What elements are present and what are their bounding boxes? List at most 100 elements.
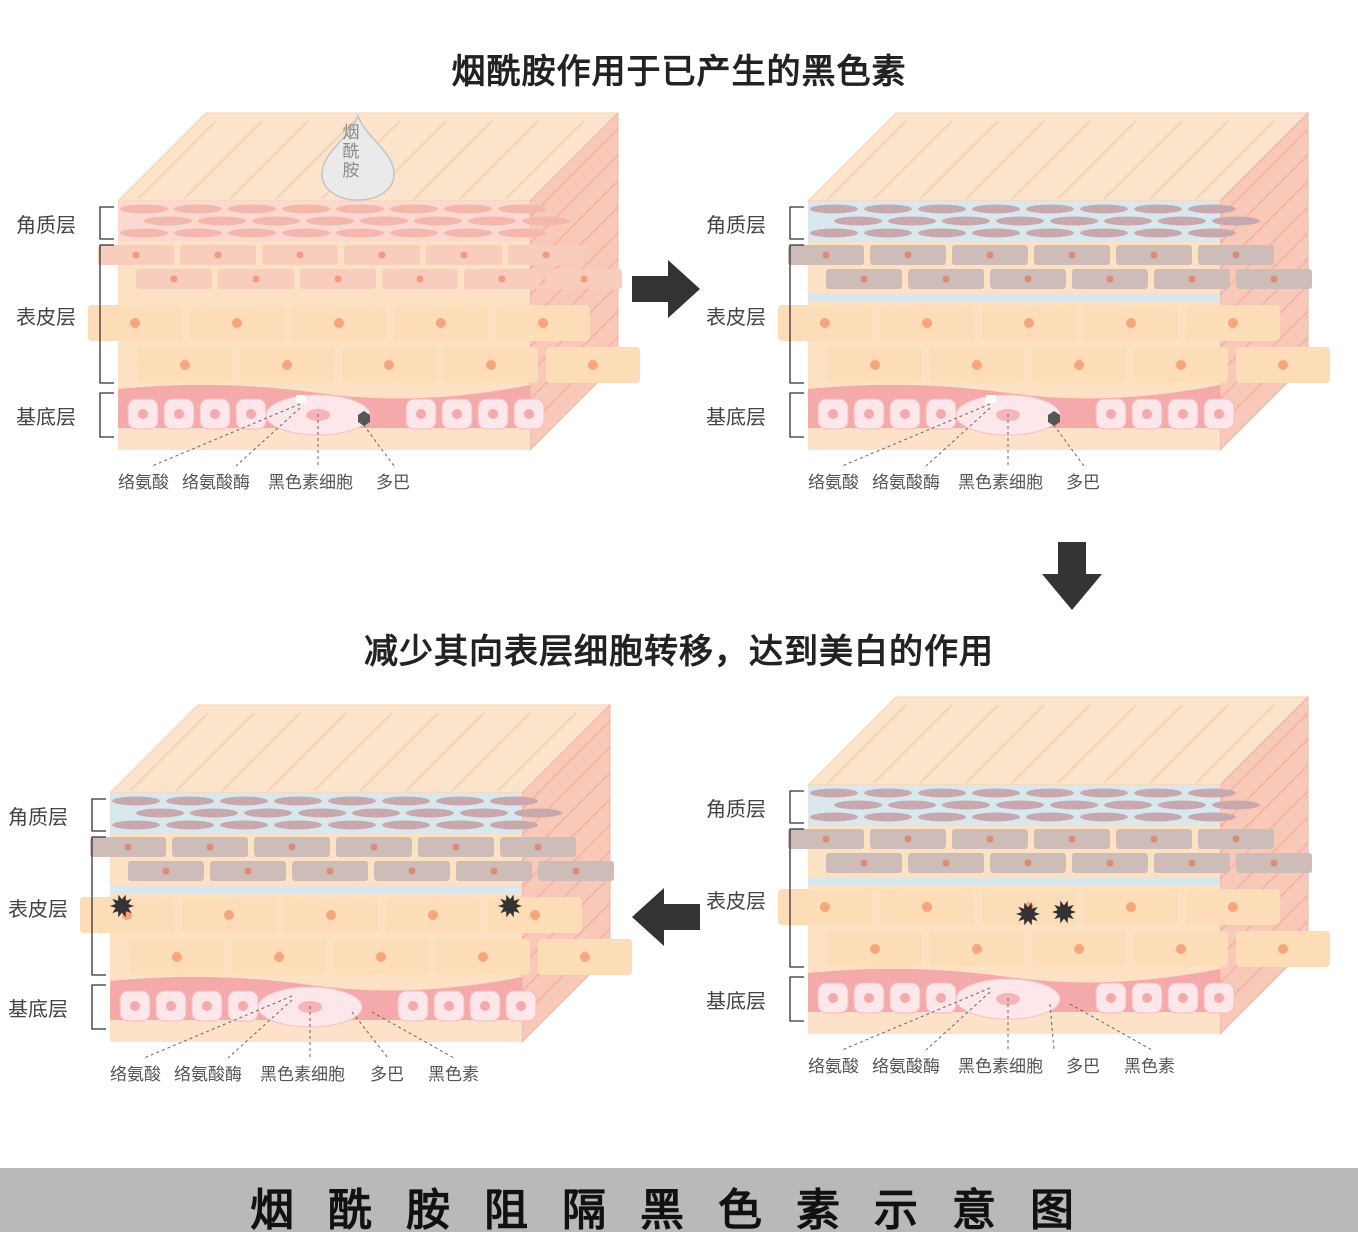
cell-nucleus xyxy=(252,275,260,283)
cell-nucleus xyxy=(986,251,994,259)
corneum-cell xyxy=(972,228,1020,238)
corneum-cell xyxy=(1050,216,1098,226)
top-ridge xyxy=(1149,704,1229,784)
corneum-cell xyxy=(120,228,168,238)
cell-nucleus xyxy=(986,835,994,843)
caption-dopa: 多巴 xyxy=(376,473,410,493)
cell-nucleus xyxy=(1126,902,1136,912)
corneum-cell xyxy=(1026,788,1074,798)
corneum-cell xyxy=(1134,204,1182,214)
cell-nucleus xyxy=(1024,318,1034,328)
cell-nucleus xyxy=(1074,944,1084,954)
corneum-cell xyxy=(436,820,484,830)
cell-nucleus xyxy=(1178,993,1188,1003)
corneum-cell xyxy=(834,216,882,226)
top-ridge xyxy=(275,120,355,200)
melanin-granule xyxy=(1052,900,1076,924)
caption-tyrosine: 络氨酸 xyxy=(808,473,859,493)
cell-nucleus xyxy=(822,835,830,843)
caption-melanocyte: 黑色素细胞 xyxy=(958,1057,1043,1077)
cell-nucleus xyxy=(538,318,548,328)
corneum-cell xyxy=(1080,788,1128,798)
treated-boundary xyxy=(808,293,1220,301)
corneum-cell xyxy=(918,812,966,822)
corneum-cell xyxy=(810,812,858,822)
corneum-cell xyxy=(918,228,966,238)
top-ridge xyxy=(137,120,217,200)
niacinamide-drop xyxy=(321,113,395,201)
skin-block-diagram xyxy=(88,111,640,467)
cell-nucleus xyxy=(864,993,874,1003)
corneum-cell xyxy=(834,800,882,810)
cell-nucleus xyxy=(860,275,868,283)
cell-nucleus xyxy=(922,902,932,912)
cell-nucleus xyxy=(942,859,950,867)
bracket-basal xyxy=(91,984,106,1030)
cell-nucleus xyxy=(162,867,170,875)
cell-nucleus xyxy=(534,843,542,851)
corneum-cell xyxy=(498,228,546,238)
melanin-granule xyxy=(110,894,134,918)
cell-nucleus xyxy=(820,318,830,328)
caption-tyrosine: 络氨酸 xyxy=(110,1065,161,1085)
cell-nucleus xyxy=(1068,251,1076,259)
corneum-cell xyxy=(298,808,346,818)
corneum-cell xyxy=(390,228,438,238)
cell-nucleus xyxy=(1126,318,1136,328)
skin-block-diagram xyxy=(778,111,1330,467)
top-ridge xyxy=(229,120,309,200)
corneum-cell xyxy=(120,204,168,214)
corneum-cell xyxy=(136,808,184,818)
corneum-cell xyxy=(244,808,292,818)
corneum-cell xyxy=(490,820,538,830)
corneum-cell xyxy=(444,228,492,238)
cell-nucleus xyxy=(822,251,830,259)
corneum-cell xyxy=(414,216,462,226)
cell-nucleus xyxy=(444,1001,454,1011)
corneum-cell xyxy=(274,796,322,806)
top-ridge xyxy=(873,120,953,200)
leader-line xyxy=(1069,1003,1153,1051)
cell-nucleus xyxy=(1024,275,1032,283)
panel-melanin-blocked: 角质层表皮层基底层络氨酸络氨酸酶黑色素细胞多巴黑色素 xyxy=(0,700,632,1110)
corneum-cell xyxy=(1188,228,1236,238)
cell-nucleus xyxy=(1106,275,1114,283)
top-ridge xyxy=(1011,120,1091,200)
side-line xyxy=(521,720,611,810)
cell-nucleus xyxy=(904,251,912,259)
cell-nucleus xyxy=(1214,993,1224,1003)
cell-nucleus xyxy=(1106,993,1116,1003)
corneum-cell xyxy=(328,796,376,806)
corneum-cell xyxy=(1080,228,1128,238)
dopa-marker xyxy=(358,411,370,426)
corneum-cell xyxy=(864,812,912,822)
dermis-strip xyxy=(110,1020,522,1042)
side-line xyxy=(521,746,611,836)
corneum-cell xyxy=(1026,228,1074,238)
cell-nucleus xyxy=(452,409,462,419)
melanin-granule xyxy=(1016,902,1040,926)
corneum-cell xyxy=(1104,216,1152,226)
corneum-cell xyxy=(1188,788,1236,798)
footer-title: 烟酰胺阻隔黑色素示意图 xyxy=(250,1185,1108,1236)
caption-melanin: 黑色素 xyxy=(428,1065,479,1085)
corneum-cell xyxy=(382,796,430,806)
caption-dopa: 多巴 xyxy=(1066,473,1100,493)
bracket-corneum xyxy=(91,798,106,832)
cell-nucleus xyxy=(828,409,838,419)
cell-nucleus xyxy=(480,1001,490,1011)
corneum-cell xyxy=(220,820,268,830)
cell-nucleus xyxy=(232,318,242,328)
cell-nucleus xyxy=(384,360,394,370)
cell-nucleus xyxy=(1176,944,1186,954)
bracket-corneum xyxy=(789,790,804,824)
top-ridge xyxy=(919,120,999,200)
corneum-cell xyxy=(996,800,1044,810)
corneum-cell xyxy=(972,204,1020,214)
cell-nucleus xyxy=(130,1001,140,1011)
top-ridge xyxy=(965,704,1045,784)
top-ridge xyxy=(1103,704,1183,784)
bracket-epidermis xyxy=(99,244,114,384)
cell-nucleus xyxy=(214,251,222,259)
caption-melanocyte: 黑色素细胞 xyxy=(958,473,1043,493)
